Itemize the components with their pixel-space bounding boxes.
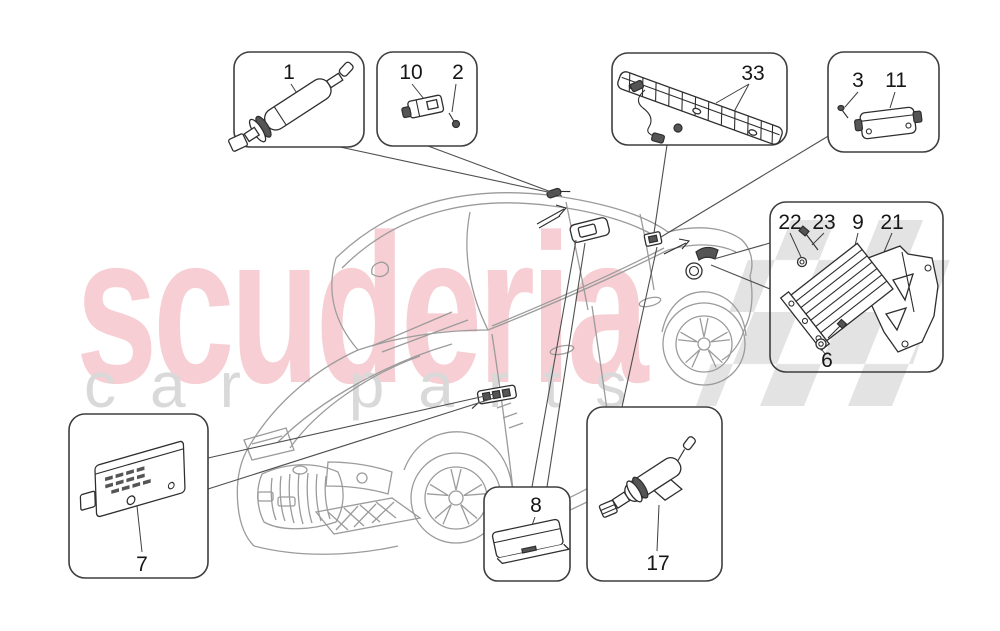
part-8-drawing	[491, 518, 571, 565]
part-box-22-23-9-21-6[interactable]: 22 23 9 21 6	[769, 201, 944, 373]
watermark-tagline-text: car parts	[84, 349, 661, 421]
part-11-drawing	[854, 106, 923, 140]
part-9-drawing	[779, 242, 894, 351]
part-10-drawing	[401, 94, 445, 119]
callout-label-2: 2	[452, 61, 464, 84]
part-2-drawing	[448, 112, 461, 129]
callout-label-3: 3	[852, 69, 864, 92]
part-box-1[interactable]: 1	[224, 51, 365, 159]
callout-label-1: 1	[283, 61, 295, 84]
part-23-drawing	[798, 225, 819, 251]
part-17-drawing	[598, 436, 696, 518]
part-7-drawing	[79, 440, 186, 518]
callout-label-8: 8	[530, 494, 542, 517]
roof-sticker-part	[569, 217, 610, 243]
door-pillar-module	[471, 384, 517, 409]
callout-label-22: 22	[778, 211, 801, 234]
mounted-parts	[471, 187, 719, 409]
part-33-drawing	[617, 71, 783, 145]
callout-label-23: 23	[812, 211, 835, 234]
part-22-drawing	[796, 256, 808, 268]
callout-label-17: 17	[646, 552, 669, 575]
leader-lines	[207, 134, 831, 490]
rear-deck-part	[643, 231, 663, 247]
direction-arrow-roof	[536, 204, 567, 229]
part-box-3-11[interactable]: 3 11	[827, 51, 940, 153]
callout-label-9: 9	[852, 211, 864, 234]
callout-label-33: 33	[741, 62, 764, 85]
part-1-drawing	[228, 61, 354, 152]
callout-label-6: 6	[821, 349, 833, 372]
part-box-7[interactable]: 7	[67, 413, 209, 579]
part-3-drawing	[837, 104, 849, 119]
part-box-8[interactable]: 8	[483, 486, 571, 582]
fuel-area-part	[685, 246, 719, 280]
watermark-brand-text: scuderia	[76, 190, 650, 427]
callout-label-11: 11	[885, 69, 907, 92]
part-box-17[interactable]: 17	[586, 406, 723, 582]
part-21-drawing	[867, 245, 939, 353]
callout-label-21: 21	[880, 211, 903, 234]
direction-arrow-rear	[663, 238, 691, 255]
callout-label-7: 7	[136, 553, 148, 576]
part-6-drawing	[815, 318, 848, 350]
part-box-33[interactable]: 33	[611, 52, 788, 146]
callout-label-10: 10	[399, 61, 422, 84]
part-box-10-2[interactable]: 10 2	[376, 51, 478, 147]
